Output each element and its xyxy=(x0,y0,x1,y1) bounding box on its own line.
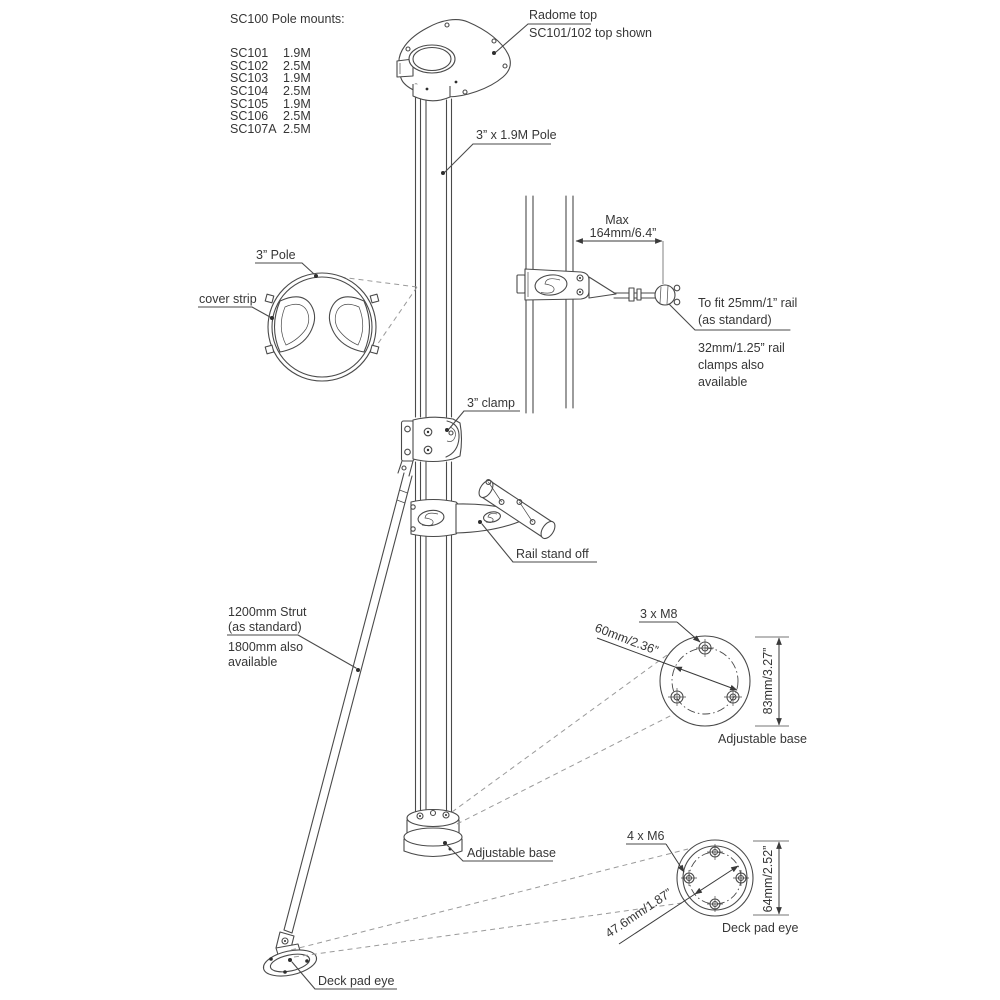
radome-collar xyxy=(412,84,451,102)
part-length: 2.5M xyxy=(283,122,311,136)
radome-screw-holes xyxy=(405,22,508,95)
part-model: SC106 xyxy=(230,109,268,123)
base-bolt-holes xyxy=(668,639,742,706)
cover-strip-channel-left xyxy=(264,293,316,355)
rail-fit-line1: To fit 25mm/1” rail xyxy=(698,296,797,310)
part-length: 2.5M xyxy=(283,109,311,123)
base-bolts-label: 3 x M8 xyxy=(640,607,678,621)
base-pitch-label: 60mm/2.36” xyxy=(593,621,660,658)
radome-top-sub-label: SC101/102 top shown xyxy=(529,26,652,40)
eye-pitch-label: 47.6mm/1.87” xyxy=(603,886,675,941)
callout-strut: 1200mm Strut (as standard) 1800mm also a… xyxy=(227,605,360,672)
callout-deck-pad-eye: Deck pad eye xyxy=(288,958,397,990)
part-model: SC104 xyxy=(230,84,268,98)
part-length: 2.5M xyxy=(283,84,311,98)
radome-top-label: Radome top xyxy=(529,8,597,22)
eye-height-dimension: 64mm/2.52” xyxy=(753,840,789,916)
adjustable-base-label: Adjustable base xyxy=(467,846,556,860)
callout-pole-section: 3” Pole xyxy=(255,248,318,278)
rail-stand-off-label: Rail stand off xyxy=(516,547,589,561)
strut-label-line4: available xyxy=(228,655,277,669)
adjustable-base-detail: 60mm/2.36” 83mm/3.27” 3 x M8 Adjustable … xyxy=(451,607,807,825)
pole-label: 3” x 1.9M Pole xyxy=(476,128,557,142)
pole-upper-drawing xyxy=(414,96,453,418)
part-length: 1.9M xyxy=(283,97,311,111)
radome-top-drawing xyxy=(396,19,511,102)
pole-cross-section-detail xyxy=(264,272,418,382)
parts-list: SC100 Pole mounts: SC101 1.9M SC102 2.5M… xyxy=(230,12,345,136)
eye-height-label: 64mm/2.52” xyxy=(761,846,775,913)
callout-clamp: 3” clamp xyxy=(445,396,520,432)
base-height-label: 83mm/3.27” xyxy=(761,648,775,715)
strut-foot-drawing xyxy=(262,931,318,977)
part-length: 1.9M xyxy=(283,71,311,85)
part-model: SC105 xyxy=(230,97,268,111)
rail-alt-line2: clamps also xyxy=(698,358,764,372)
adjustable-base-caption: Adjustable base xyxy=(718,732,807,746)
rail-alt-line1: 32mm/1.25” rail xyxy=(698,341,785,355)
callout-pole: 3” x 1.9M Pole xyxy=(441,128,557,175)
max-value: 164mm/6.4” xyxy=(590,226,657,240)
adjustable-base-drawing xyxy=(403,808,463,858)
part-model: SC102 xyxy=(230,59,268,73)
deck-pad-eye-label: Deck pad eye xyxy=(318,974,394,988)
deck-pad-eye-caption: Deck pad eye xyxy=(722,921,798,935)
base-bolts-callout: 3 x M8 xyxy=(639,607,701,643)
pole-lower-drawing xyxy=(414,461,453,813)
strut-label-line2: (as standard) xyxy=(228,620,302,634)
rail-fit-line2: (as standard) xyxy=(698,313,772,327)
cover-strip-label: cover strip xyxy=(199,292,257,306)
callout-rail-stand-off: Rail stand off xyxy=(478,520,597,563)
part-model: SC103 xyxy=(230,71,268,85)
radome-center-boss xyxy=(408,44,456,74)
base-height-dimension: 83mm/3.27” xyxy=(755,636,789,727)
eye-bolt-holes xyxy=(681,844,749,912)
part-length: 1.9M xyxy=(283,46,311,60)
rail-alt-line3: available xyxy=(698,375,747,389)
strut-drawing xyxy=(283,472,413,934)
strut-label-line3: 1800mm also xyxy=(228,640,303,654)
rail-clamp-detail: Max 164mm/6.4” To fit 25mm/1” rail (as s… xyxy=(516,195,797,414)
rail-standoff-drawing xyxy=(410,479,556,540)
eye-bolts-label: 4 x M6 xyxy=(627,829,665,843)
parts-list-title: SC100 Pole mounts: xyxy=(230,12,345,26)
callout-cover-strip: cover strip xyxy=(198,292,274,320)
callout-radome-top: Radome top SC101/102 top shown xyxy=(492,8,652,55)
eye-bolts-callout: 4 x M6 xyxy=(626,829,685,873)
max-dimension: Max 164mm/6.4” xyxy=(575,213,664,284)
cover-strip-channel-right xyxy=(328,293,380,355)
strut-label-line1: 1200mm Strut xyxy=(228,605,307,619)
max-label: Max xyxy=(605,213,629,227)
callout-adjustable-base: Adjustable base xyxy=(443,841,556,862)
radome-tab xyxy=(396,58,414,78)
pole-section-label: 3” Pole xyxy=(256,248,296,262)
part-model: SC107A xyxy=(230,122,277,136)
main-assembly xyxy=(262,19,556,977)
part-length: 2.5M xyxy=(283,59,311,73)
clamp-label: 3” clamp xyxy=(467,396,515,410)
part-model: SC101 xyxy=(230,46,268,60)
rail-fit-callout: To fit 25mm/1” rail (as standard) 32mm/1… xyxy=(668,296,797,389)
